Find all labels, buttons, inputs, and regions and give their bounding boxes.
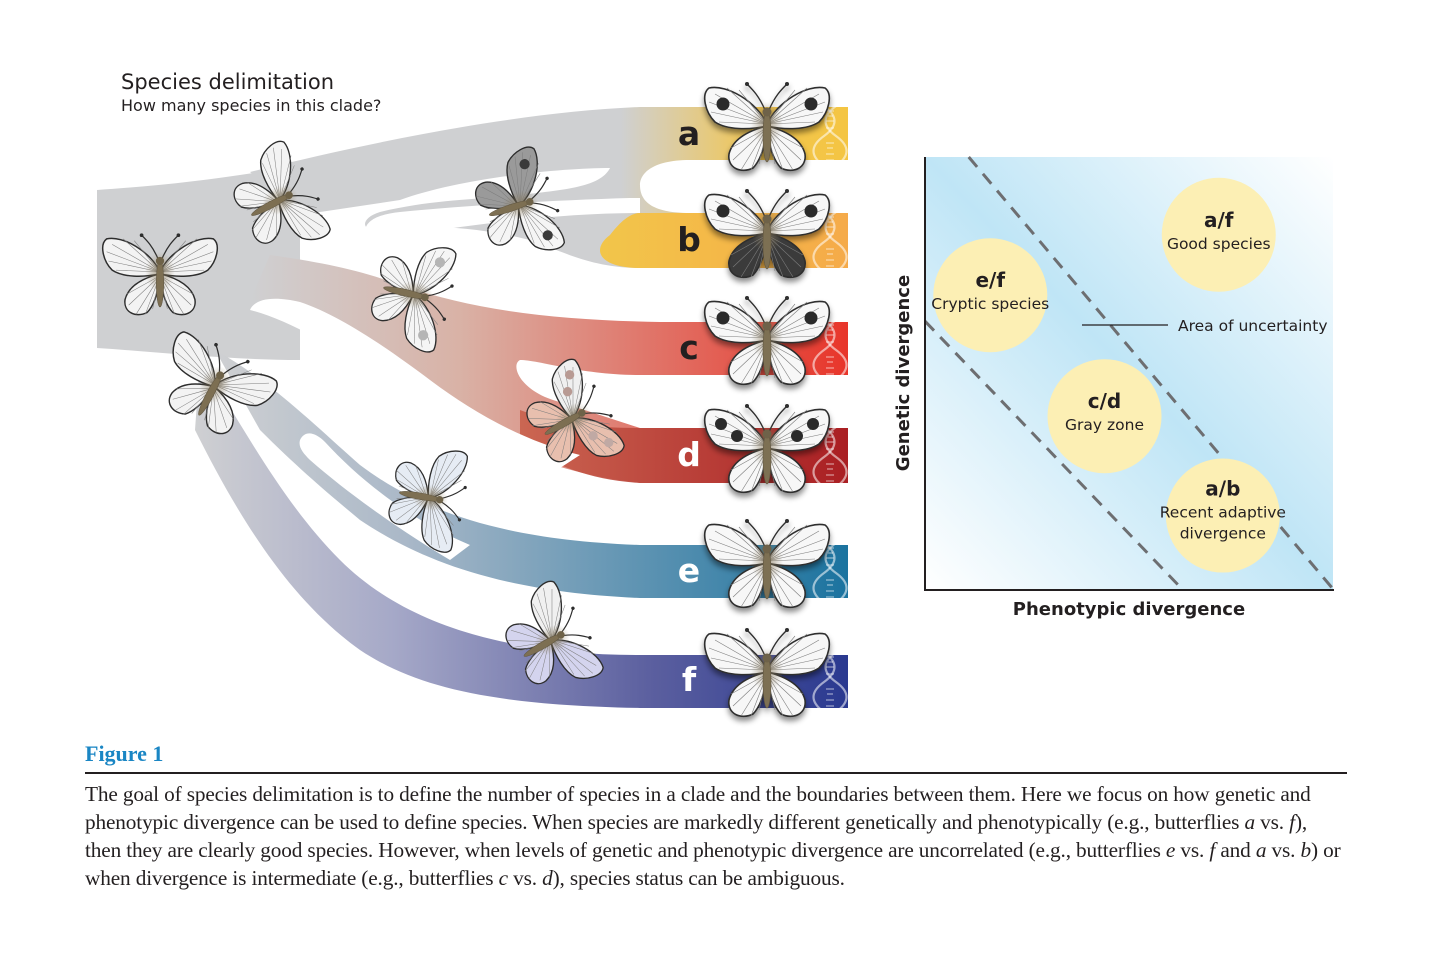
taxon-label-a: a [678, 114, 700, 153]
taxon-label-c: c [679, 328, 699, 367]
panel-subtitle: How many species in this clade? [121, 96, 381, 115]
butterfly-icon [368, 241, 458, 355]
circle-category-label: Cryptic species [931, 295, 1049, 313]
circle-pair-label: e/f [975, 268, 1005, 292]
italic-taxon: a [1255, 838, 1267, 862]
circle-category-label: Recent adaptive [1160, 504, 1286, 522]
butterfly-icon [229, 138, 333, 250]
figure-caption: Figure 1 The goal of species delimitatio… [85, 740, 1347, 892]
butterfly-icon [521, 355, 628, 467]
italic-taxon: f [1209, 838, 1216, 862]
category-circle [1161, 177, 1276, 292]
butterfly-icon [500, 577, 607, 689]
italic-taxon: e [1165, 838, 1176, 862]
italic-taxon: b [1300, 838, 1312, 862]
taxon-label-e: e [678, 551, 700, 590]
annotation-area-of-uncertainty: Area of uncertainty [1178, 317, 1328, 335]
category-circle [933, 238, 1048, 353]
category-circle [1047, 359, 1162, 474]
italic-taxon: a [1244, 810, 1256, 834]
butterfly-icon [703, 189, 831, 279]
butterfly-icon [703, 82, 831, 172]
butterfly-icon [703, 296, 831, 386]
butterfly-icon [471, 144, 567, 258]
category-circle [1165, 458, 1280, 573]
butterfly-icon [162, 328, 281, 439]
taxon-label-d: d [677, 435, 701, 474]
butterfly-icon [703, 628, 831, 718]
circle-pair-label: c/d [1088, 389, 1121, 413]
panel-title: Species delimitation [121, 70, 334, 94]
x-axis-title: Phenotypic divergence [1013, 599, 1245, 620]
figure-artwork: Species delimitation How many species in… [97, 70, 1335, 718]
circle-category-label: Gray zone [1065, 416, 1144, 434]
uncertainty-lower-boundary [923, 320, 1184, 591]
butterfly-icon [386, 446, 470, 555]
butterfly-icon [703, 519, 831, 609]
caption-text: The goal of species delimitation is to d… [85, 782, 1341, 890]
butterfly-icon [101, 233, 219, 316]
italic-taxon: c [498, 866, 508, 890]
circle-category-label: divergence [1180, 525, 1266, 543]
taxon-label-f: f [682, 660, 697, 699]
italic-taxon: f [1289, 810, 1295, 834]
circle-pair-label: a/b [1205, 477, 1240, 501]
butterfly-icon [703, 404, 831, 494]
y-axis-title: Genetic divergence [893, 275, 914, 471]
italic-taxon: d [542, 866, 553, 890]
figure-label: Figure 1 [85, 741, 164, 766]
circle-pair-label: a/f [1204, 208, 1234, 232]
caption-rule [85, 772, 1347, 774]
branch-f [195, 360, 848, 708]
taxon-label-b: b [677, 220, 701, 259]
circle-category-label: Good species [1167, 235, 1271, 253]
